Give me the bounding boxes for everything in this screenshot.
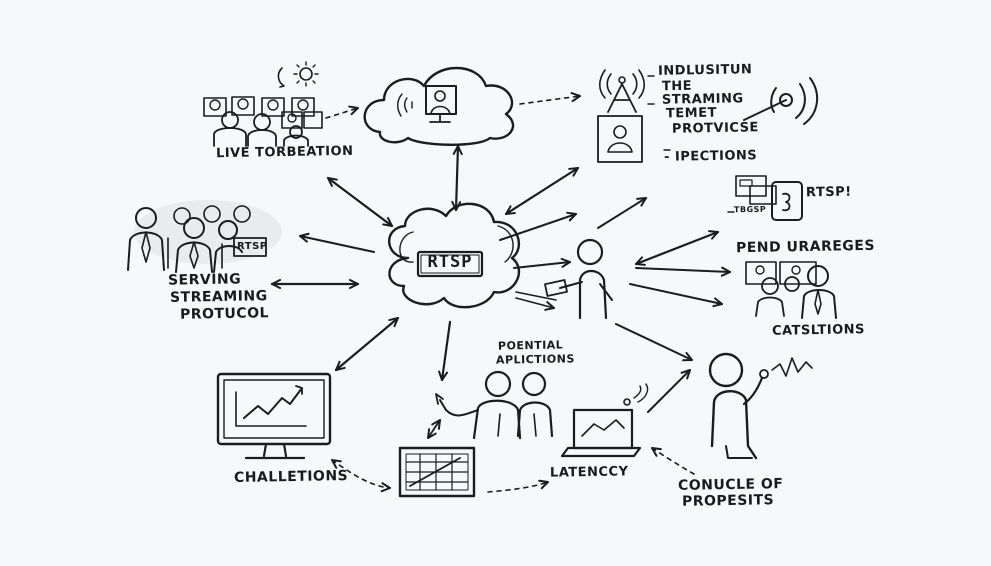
catsltions-label: CATSLTIONS	[771, 322, 866, 339]
broadcast-group	[597, 69, 819, 163]
live-audience-group	[203, 61, 323, 147]
top-right-line-4: TEMET	[665, 105, 718, 122]
conucle-line-2: PROPESITS	[681, 492, 775, 510]
conucle-line-1: CONUCLE OF	[677, 476, 784, 494]
connector-arrows	[270, 92, 731, 493]
target-icon	[743, 77, 819, 125]
right-devices-group	[727, 175, 837, 319]
potential-people-group	[435, 370, 554, 440]
rtsp-badge	[233, 237, 267, 257]
latency-label: LATENCCY	[549, 464, 629, 481]
potential-line-1: POENTIAL	[497, 338, 564, 353]
conucle-figure	[708, 352, 813, 460]
top-right-line-5: PROTVICSE	[671, 120, 760, 137]
pend-urareges-label: PEND URAREGES	[735, 237, 876, 257]
serving-people-group	[127, 200, 282, 273]
live-label: LIVE TORBEATION	[215, 143, 354, 162]
video-screen-icon	[425, 85, 457, 115]
serving-line-1: SERVING	[167, 271, 242, 289]
phone-icon	[771, 181, 803, 221]
serving-line-3: PROTUCOL	[179, 305, 270, 323]
serving-line-2: STREAMING	[169, 288, 268, 306]
tbgsp-label: TBGSP	[733, 204, 767, 215]
cloud-video-node	[363, 66, 514, 146]
latency-laptop	[560, 383, 649, 458]
rtsp-phone-label: RTSP!	[805, 184, 852, 201]
center-rtsp-node	[388, 202, 521, 309]
center-rtsp-label: RTSP	[427, 252, 473, 272]
top-right-line-1: INDLUSITUN	[657, 62, 753, 79]
challenges-label: CHALLETIONS	[233, 468, 349, 486]
presenter-figure	[544, 238, 613, 320]
center-screen-node	[398, 446, 476, 498]
challenges-monitor	[216, 372, 332, 460]
rtsp-box	[416, 250, 484, 278]
top-right-line-6: - IPECTIONS	[663, 148, 758, 165]
sun-icon	[277, 61, 319, 88]
broadcast-tower-icon	[598, 69, 646, 113]
serving-badge-label: RTSP	[237, 241, 268, 252]
potential-line-2: APLICTIONS	[495, 352, 575, 367]
tablet-icon	[544, 279, 568, 297]
